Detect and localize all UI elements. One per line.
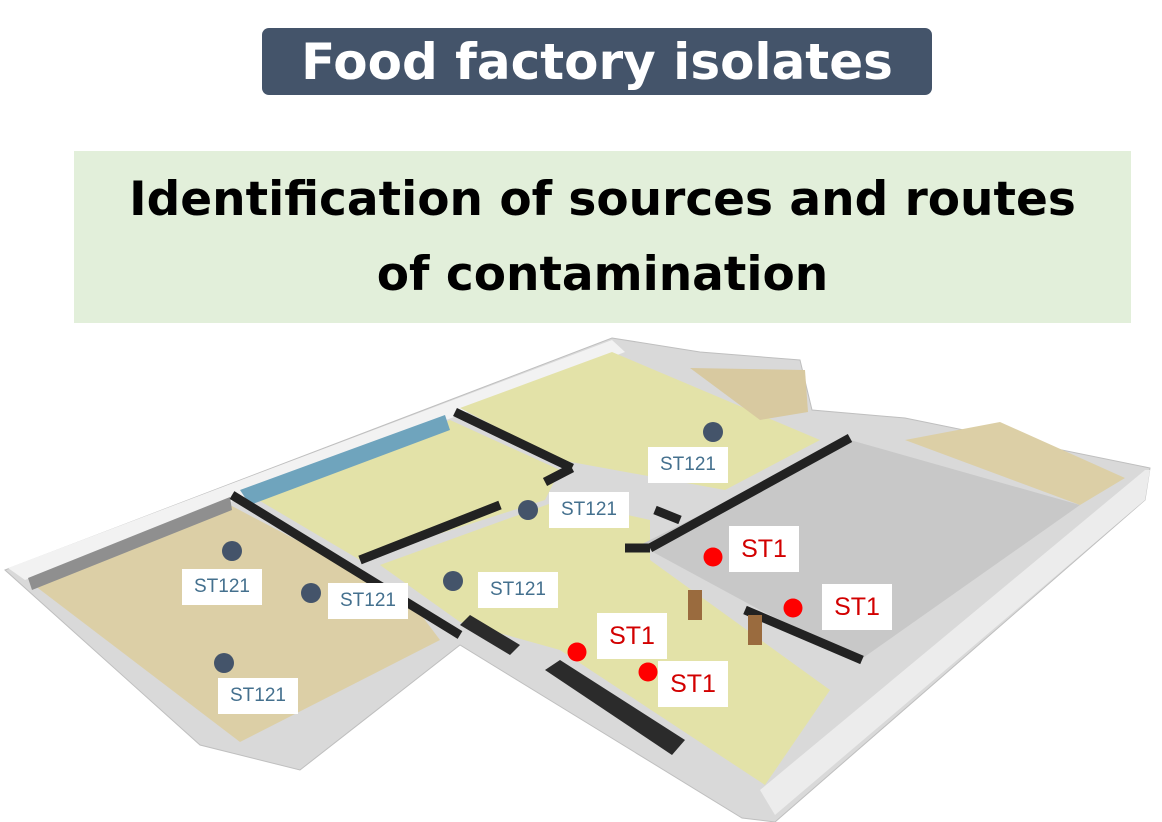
st1-marker-dot: [567, 642, 587, 662]
st121-marker-dot: [703, 422, 723, 442]
st121-label: ST121: [478, 572, 558, 608]
right-room-floor: [905, 422, 1125, 505]
st121-label: ST121: [328, 583, 408, 619]
st1-label: ST1: [597, 613, 667, 659]
st121-label: ST121: [182, 569, 262, 605]
subtitle-line-1: Identification of sources and routes: [129, 171, 1076, 227]
st121-marker-dot: [301, 583, 321, 603]
subtitle-banner: Identification of sources and routes of …: [74, 151, 1131, 323]
st121-label: ST121: [549, 492, 629, 528]
title-banner: Food factory isolates: [262, 28, 932, 95]
st121-label: ST121: [218, 678, 298, 714]
st1-label: ST1: [822, 584, 892, 630]
title-text: Food factory isolates: [301, 32, 893, 91]
st1-marker-dot: [783, 598, 803, 618]
left-room-back-wall: [28, 497, 232, 590]
central-room-floor: [250, 420, 560, 560]
black-counter-2: [460, 615, 520, 655]
outer-wall-right: [760, 470, 1150, 815]
subtitle-line-2: of contamination: [376, 247, 829, 302]
st121-marker-dot: [443, 571, 463, 591]
door: [688, 590, 702, 620]
st121-marker-dot: [518, 500, 538, 520]
interior-walls: [229, 407, 864, 665]
st1-label: ST1: [729, 526, 799, 572]
st121-marker-dot: [222, 541, 242, 561]
top-right-small-room: [690, 368, 808, 420]
st1-marker-dot: [638, 662, 658, 682]
st121-label: ST121: [648, 447, 728, 483]
door-2: [748, 615, 762, 645]
st1-label: ST1: [658, 661, 728, 707]
outer-wall-top: [8, 340, 625, 580]
central-room-blue-wall: [240, 415, 450, 505]
black-counter: [545, 660, 685, 755]
st121-marker-dot: [214, 653, 234, 673]
st1-marker-dot: [703, 547, 723, 567]
top-room-floor: [460, 352, 820, 490]
